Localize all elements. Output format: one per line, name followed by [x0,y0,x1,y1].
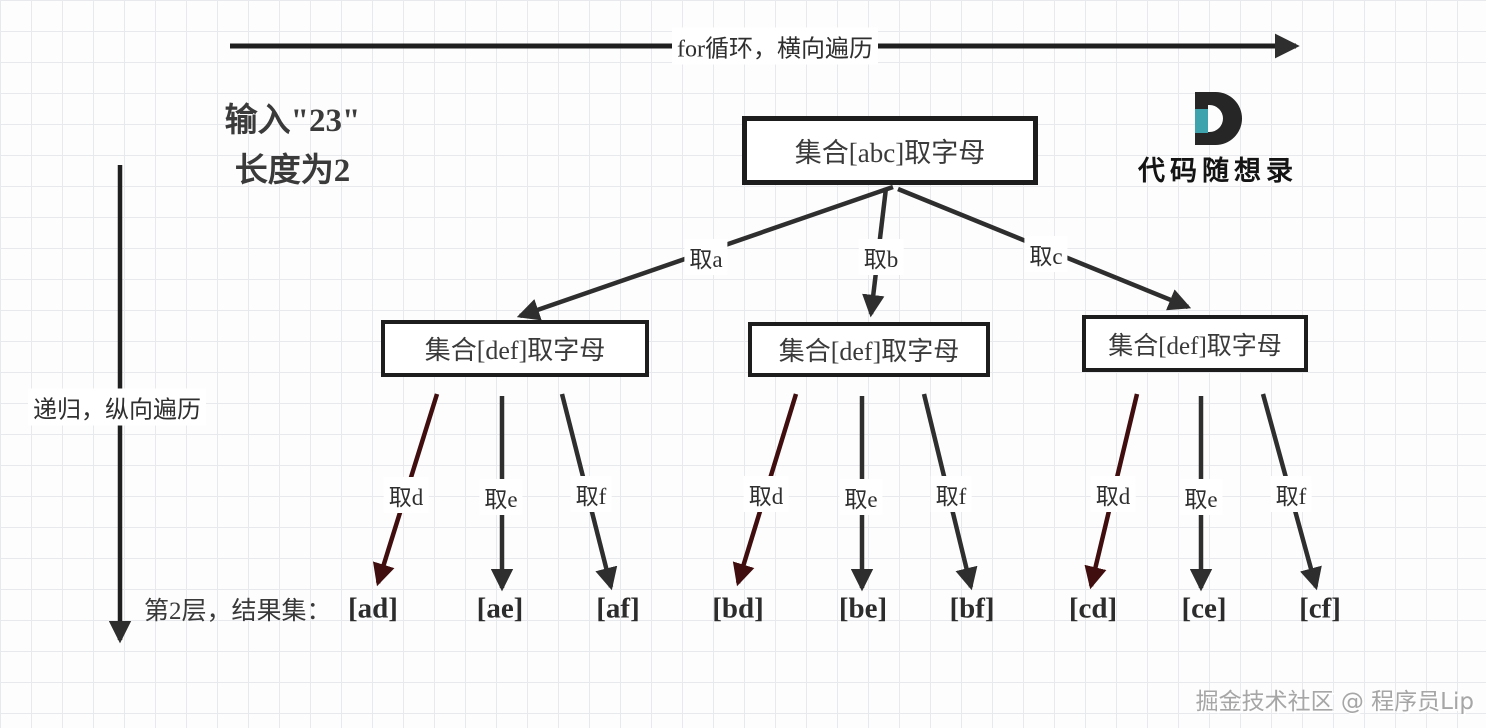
edge-label-g1-take-d: 取d [383,477,429,513]
result-be: [be] [838,592,888,625]
edge-label-g3-take-e: 取e [1179,479,1223,515]
result-ce: [ce] [1181,592,1227,625]
tree-node-child2: 集合[def]取字母 [748,322,990,377]
edge-label-g2-take-f: 取f [930,476,972,512]
result-ae: [ae] [476,592,524,625]
brand-logo: 代码随想录 [1130,92,1306,188]
tree-node-root-label: 集合[abc]取字母 [794,138,986,168]
logo-d-icon [1194,92,1242,145]
edge-label-g3-take-d: 取d [1090,476,1136,512]
result-cd: [cd] [1068,592,1118,625]
result-ad: [ad] [348,592,398,625]
tree-node-child1-label: 集合[def]取字母 [424,336,606,365]
tree-node-child3-label: 集合[def]取字母 [1108,332,1282,360]
logo-d-counter [1207,105,1223,132]
for-loop-arrow-label: for循环，横向遍历 [672,27,878,65]
edge-label-g3-take-f: 取f [1270,476,1312,512]
tree-node-child3: 集合[def]取字母 [1082,315,1308,372]
result-bf: [bf] [949,592,995,625]
brand-name: 代码随想录 [1138,156,1298,186]
edge-label-g1-take-f: 取f [570,476,612,512]
result-cf: [cf] [1299,592,1341,625]
watermark-text: 掘金技术社区 @ 程序员Lip [1195,689,1474,715]
tree-node-root: 集合[abc]取字母 [742,116,1038,185]
input-line1: 输入"23" [224,103,361,139]
input-line2: 长度为2 [234,153,351,189]
edge-label-g2-take-e: 取e [839,479,883,515]
edge-label-g2-take-d: 取d [743,476,789,512]
edge-label-take-a: 取a [684,239,728,275]
result-af: [af] [596,592,640,625]
recursion-arrow-label: 递归，纵向遍历 [28,388,206,426]
edge-label-take-c: 取c [1024,236,1068,272]
edge-label-take-b: 取b [858,239,904,275]
result-bd: [bd] [712,592,764,625]
result-set-label: 第2层，结果集： [144,598,332,625]
logo-d-teal-accent [1194,109,1208,133]
tree-node-child1: 集合[def]取字母 [381,320,649,377]
edge-label-g1-take-e: 取e [479,479,523,515]
input-annotation: 输入"23" 长度为2 [170,96,415,196]
tree-node-child2-label: 集合[def]取字母 [778,337,960,366]
